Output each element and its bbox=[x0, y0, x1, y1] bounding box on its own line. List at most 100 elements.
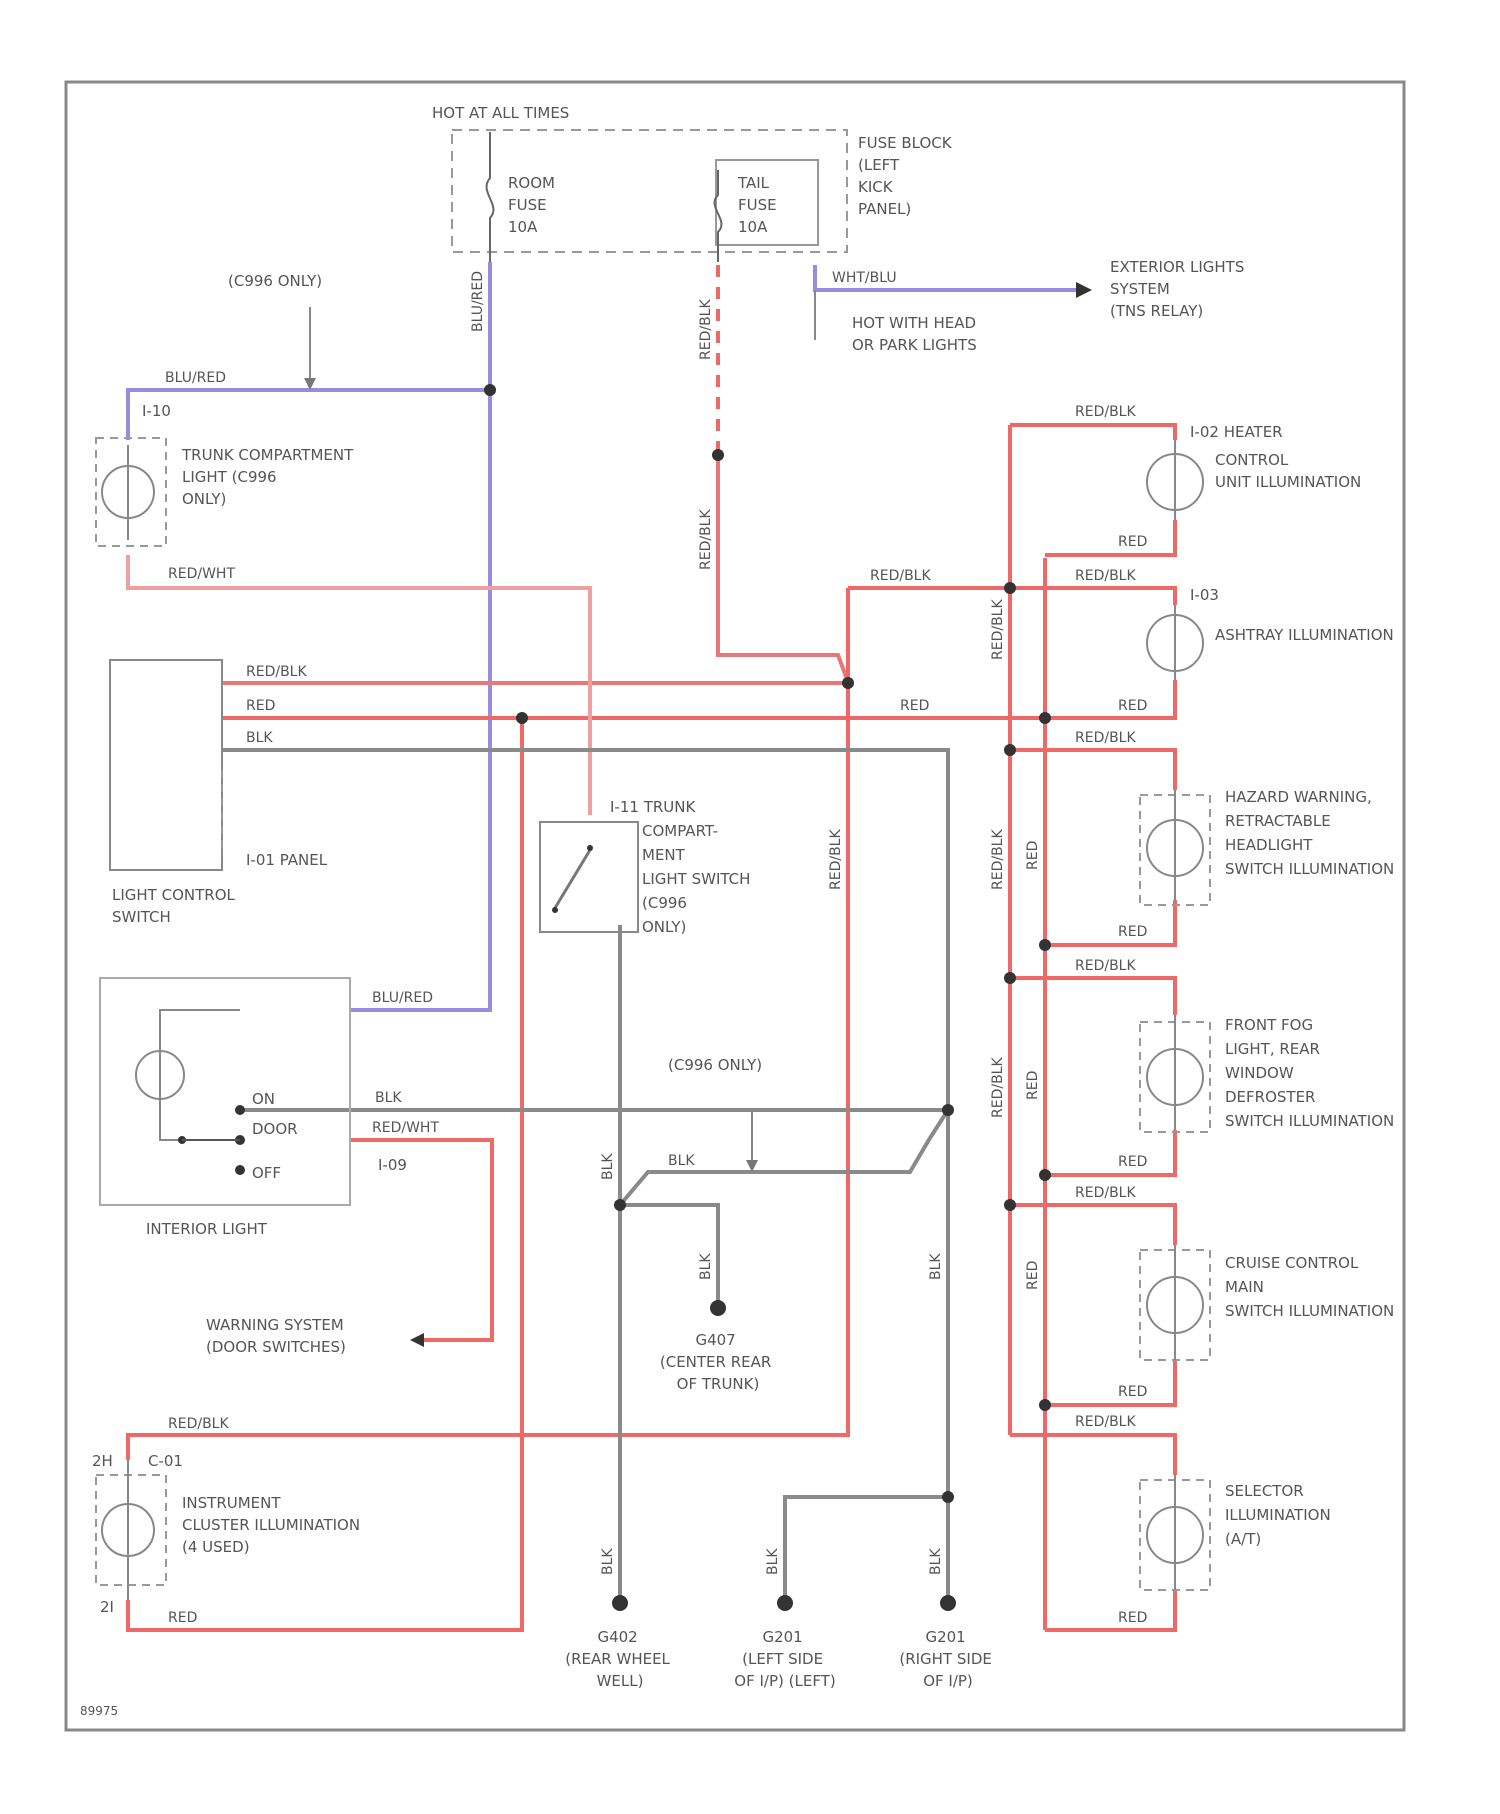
interior-light-id-label: I-09 bbox=[378, 1156, 407, 1174]
g201-left-label: G201 (LEFT SIDE OF I/P) (LEFT) bbox=[734, 1628, 835, 1690]
interior-light-label: INTERIOR LIGHT bbox=[146, 1220, 268, 1238]
red-cluster-label: RED bbox=[168, 1610, 197, 1626]
c996-only-top-label: (C996 ONLY) bbox=[228, 272, 322, 290]
room-fuse-label: ROOM FUSE 10A bbox=[508, 174, 560, 236]
blu-red-vertical-label: BLU/RED bbox=[470, 271, 486, 332]
wire-feed-fog bbox=[1010, 978, 1175, 1015]
red-blk-hazard-label: RED/BLK bbox=[1075, 730, 1136, 746]
red-blk-tail-label-mid: RED/BLK bbox=[698, 509, 714, 570]
wire-feed-selector bbox=[1010, 1435, 1175, 1475]
wire-blu-red-vertical bbox=[350, 262, 490, 1010]
heater-label: I-02 HEATER CONTROL UNIT ILLUMINATION bbox=[1190, 423, 1361, 491]
red-blk-bus-label-1: RED/BLK bbox=[990, 599, 1006, 660]
trunk-switch-icon bbox=[540, 822, 638, 932]
ground-g407 bbox=[710, 1300, 726, 1316]
red-wht-interior-label: RED/WHT bbox=[372, 1120, 439, 1136]
cluster-pin-2i-label: 2I bbox=[100, 1598, 114, 1616]
blu-red-top-label: BLU/RED bbox=[165, 370, 226, 386]
splice-dots bbox=[484, 384, 1051, 1503]
warning-system-label: WARNING SYSTEM (DOOR SWITCHES) bbox=[206, 1316, 349, 1356]
figure-id-label: 89975 bbox=[80, 1704, 118, 1718]
red-hazard-ret-label: RED bbox=[1118, 924, 1147, 940]
arrow-warning-system bbox=[410, 1333, 424, 1347]
g201-right-label: G201 (RIGHT SIDE OF I/P) bbox=[899, 1628, 996, 1690]
wire-ret-selector bbox=[1045, 1590, 1175, 1630]
switch-off-label: OFF bbox=[252, 1164, 281, 1182]
blk-g407-label: BLK bbox=[698, 1253, 714, 1280]
wht-blu-label: WHT/BLU bbox=[832, 270, 897, 286]
fog-label: FRONT FOG LIGHT, REAR WINDOW DEFROSTER S… bbox=[1225, 1016, 1394, 1130]
blk-g201-right-label: BLK bbox=[928, 1548, 944, 1575]
wire-blu-red-trunk bbox=[128, 390, 490, 440]
wires bbox=[128, 262, 1175, 1630]
ground-g201-left bbox=[777, 1595, 793, 1611]
light-control-switch-label: LIGHT CONTROL SWITCH bbox=[112, 886, 240, 926]
wire-ret-ashtray bbox=[1045, 680, 1175, 718]
wire-ret-hazard bbox=[1045, 900, 1175, 945]
blk-trunk-switch-label: BLK bbox=[600, 1153, 616, 1180]
trunk-light-bulb-icon bbox=[96, 438, 166, 546]
hot-at-all-times-label: HOT AT ALL TIMES bbox=[432, 104, 569, 122]
red-blk-ashtray-label: RED/BLK bbox=[1075, 568, 1136, 584]
g402-label: G402 (REAR WHEEL WELL) bbox=[565, 1628, 674, 1690]
wire-blk-left-g201 bbox=[785, 1497, 948, 1600]
red-bus-label-1: RED bbox=[1025, 841, 1041, 870]
light-control-switch-box bbox=[110, 660, 222, 870]
interior-light-icon bbox=[100, 978, 350, 1205]
wire-red-wht-interior bbox=[350, 1140, 492, 1340]
blk-interior-label: BLK bbox=[375, 1090, 402, 1106]
red-blk-fog-label: RED/BLK bbox=[1075, 958, 1136, 974]
wire-feed-ashtray bbox=[1010, 588, 1175, 605]
ground-g402 bbox=[612, 1595, 628, 1611]
switch-door-label: DOOR bbox=[252, 1120, 298, 1138]
red-blk-selector-label: RED/BLK bbox=[1075, 1414, 1136, 1430]
red-bus-label-2: RED bbox=[1025, 1071, 1041, 1100]
exterior-lights-label: EXTERIOR LIGHTS SYSTEM (TNS RELAY) bbox=[1110, 258, 1249, 320]
wire-ret-fog bbox=[1045, 1130, 1175, 1175]
instrument-cluster-bulb-icon bbox=[96, 1460, 166, 1600]
blk-panel-label: BLK bbox=[246, 730, 273, 746]
hot-with-head-label: HOT WITH HEAD OR PARK LIGHTS bbox=[852, 314, 981, 354]
wire-ret-cruise bbox=[1045, 1360, 1175, 1405]
blk-c996-label: BLK bbox=[668, 1153, 695, 1169]
wire-feed-hazard bbox=[1010, 750, 1175, 790]
red-blk-vertical-label: RED/BLK bbox=[828, 829, 844, 890]
g407-label: G407 (CENTER REAR OF TRUNK) bbox=[660, 1331, 776, 1393]
wire-ret-heater bbox=[1045, 520, 1175, 555]
ashtray-id-label: I-03 bbox=[1190, 586, 1219, 604]
red-wht-top-label: RED/WHT bbox=[168, 566, 235, 582]
red-fog-ret-label: RED bbox=[1118, 1154, 1147, 1170]
cluster-c01-label: C-01 bbox=[148, 1452, 183, 1470]
wire-blk-panel bbox=[222, 750, 948, 1110]
trunk-light-id-label: I-10 bbox=[142, 402, 171, 420]
hazard-label: HAZARD WARNING, RETRACTABLE HEADLIGHT SW… bbox=[1225, 788, 1394, 878]
red-bus-label-3: RED bbox=[1025, 1261, 1041, 1290]
red-blk-top-label: RED/BLK bbox=[870, 568, 931, 584]
fog-bulb-icon bbox=[1140, 1015, 1210, 1132]
ashtray-bulb-icon bbox=[1147, 605, 1203, 680]
blk-right-ground-label: BLK bbox=[928, 1253, 944, 1280]
selector-label: SELECTOR ILLUMINATION (A/T) bbox=[1225, 1482, 1335, 1548]
blu-red-interior-label: BLU/RED bbox=[372, 990, 433, 1006]
switch-on-label: ON bbox=[252, 1090, 275, 1108]
tail-fuse-label: TAIL FUSE 10A bbox=[737, 174, 781, 236]
red-blk-bus-label-2: RED/BLK bbox=[990, 829, 1006, 890]
wire-feed-cruise bbox=[1010, 1205, 1175, 1245]
red-blk-panel-label: RED/BLK bbox=[246, 664, 307, 680]
room-fuse-icon bbox=[487, 132, 494, 262]
ground-g201-right bbox=[940, 1595, 956, 1611]
red-blk-bus-label-3: RED/BLK bbox=[990, 1057, 1006, 1118]
c996-only-mid-label: (C996 ONLY) bbox=[668, 1056, 762, 1074]
red-selector-ret-label: RED bbox=[1118, 1610, 1147, 1626]
cruise-label: CRUISE CONTROL MAIN SWITCH ILLUMINATION bbox=[1225, 1254, 1394, 1320]
red-ashtray-ret-label: RED bbox=[1118, 698, 1147, 714]
red-panel-label: RED bbox=[246, 698, 275, 714]
red-main-label: RED bbox=[900, 698, 929, 714]
wire-feed-heater bbox=[1010, 425, 1175, 440]
arrow-exterior-lights bbox=[1076, 282, 1092, 298]
instrument-cluster-label: INSTRUMENT CLUSTER ILLUMINATION (4 USED) bbox=[182, 1494, 365, 1556]
red-heater-ret-label: RED bbox=[1118, 534, 1147, 550]
red-blk-cluster-label: RED/BLK bbox=[168, 1416, 229, 1432]
red-cruise-ret-label: RED bbox=[1118, 1384, 1147, 1400]
